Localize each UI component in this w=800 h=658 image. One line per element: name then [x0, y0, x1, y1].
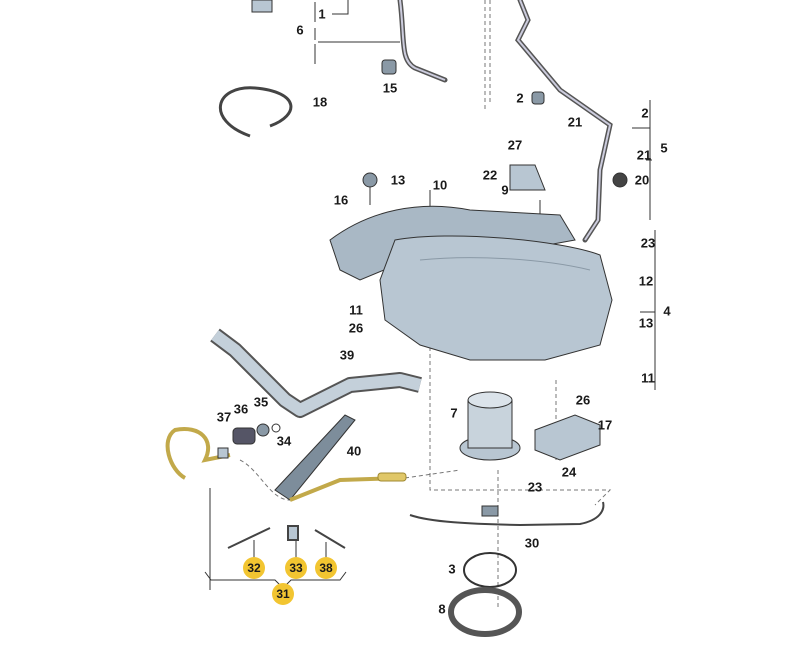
- callout-26: 26: [575, 392, 591, 408]
- callout-11: 11: [349, 302, 363, 318]
- callout-3: 3: [448, 561, 456, 577]
- callout-23: 23: [527, 479, 543, 495]
- callout-35: 35: [253, 394, 269, 410]
- harness-30: [409, 501, 605, 527]
- nut-20: [612, 172, 628, 188]
- bracket-9: [509, 164, 546, 191]
- callout-11: 11: [641, 370, 655, 386]
- callout-10: 10: [432, 177, 448, 193]
- bracket-6: [314, 2, 400, 64]
- leaders-31: [253, 538, 327, 560]
- callout-36: 36: [233, 401, 249, 417]
- callout-13: 13: [638, 315, 654, 331]
- callout-1: 1: [318, 6, 326, 22]
- control-unit-17: [534, 414, 601, 461]
- callout-21: 21: [636, 147, 652, 163]
- callout-20: 20: [634, 172, 650, 188]
- nut-13: [362, 172, 378, 188]
- leader-1: [332, 0, 349, 15]
- callout-24: 24: [561, 464, 577, 480]
- callout-6: 6: [296, 22, 304, 38]
- locking-ring-8: [448, 587, 522, 637]
- seal-ring-3: [463, 552, 517, 588]
- callout-30: 30: [524, 535, 540, 551]
- callout-39: 39: [339, 347, 355, 363]
- callout-27: 27: [507, 137, 523, 153]
- hose-18: [219, 86, 293, 138]
- callout-13: 13: [390, 172, 406, 188]
- fuel-tank: [379, 235, 613, 361]
- callout-37: 37: [216, 409, 232, 425]
- callout-16: 16: [333, 192, 349, 208]
- part-37: [217, 447, 229, 459]
- callout-2: 2: [641, 105, 649, 121]
- clip-2: [531, 91, 545, 105]
- callout-22: 22: [482, 167, 498, 183]
- part-36: [232, 427, 256, 445]
- callout-32: 32: [243, 557, 265, 579]
- callout-5: 5: [660, 140, 668, 156]
- callout-33: 33: [285, 557, 307, 579]
- clip-15: [381, 59, 397, 75]
- harness-connector: [377, 472, 407, 482]
- callout-21: 21: [567, 114, 583, 130]
- callout-23: 23: [640, 235, 656, 251]
- callout-12: 12: [638, 273, 654, 289]
- seal-34: [271, 423, 281, 433]
- part-35: [256, 423, 270, 437]
- callout-8: 8: [438, 601, 446, 617]
- callout-38: 38: [315, 557, 337, 579]
- callout-34: 34: [276, 433, 292, 449]
- callout-15: 15: [382, 80, 398, 96]
- callout-9: 9: [501, 182, 509, 198]
- callout-4: 4: [663, 303, 671, 319]
- bracket-40: [274, 414, 356, 501]
- callout-18: 18: [312, 94, 328, 110]
- callout-40: 40: [346, 443, 362, 459]
- callout-7: 7: [450, 405, 458, 421]
- callout-17: 17: [597, 417, 613, 433]
- callout-2: 2: [516, 90, 524, 106]
- bracket-5: [632, 100, 652, 220]
- loose-parts: [227, 525, 346, 549]
- callout-31: 31: [272, 583, 294, 605]
- callout-26: 26: [348, 320, 364, 336]
- part-top: [251, 0, 273, 13]
- bracket-4: [640, 230, 656, 390]
